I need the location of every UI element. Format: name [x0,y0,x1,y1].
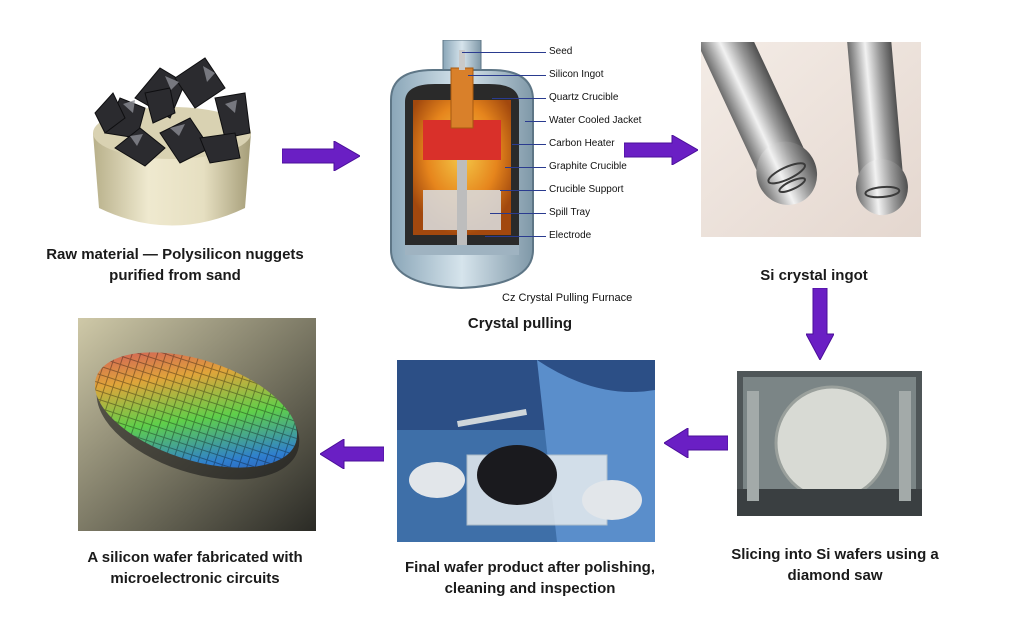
ingot-image [689,3,921,237]
caption-final-wafer: Final wafer product after polishing, cle… [404,559,656,597]
furnace-label-electrode: Electrode [549,230,592,241]
caption-si-ingot: Si crystal ingot [760,267,868,284]
wafer-handling-image [397,360,655,542]
flow-arrow-left-2 [320,439,384,469]
caption-crystal-pulling: Crystal pulling [467,315,573,332]
furnace-label-silicon-ingot: Silicon Ingot [549,69,604,80]
flow-arrow-left-1 [664,428,728,458]
fabricated-wafer-image [78,318,316,531]
furnace-caption: Cz Crystal Pulling Furnace [502,292,633,304]
furnace-label-water-jacket: Water Cooled Jacket [549,115,642,126]
polysilicon-nuggets-image [75,38,270,238]
furnace-label-carbon-heater: Carbon Heater [549,138,615,149]
furnace-label-quartz-crucible: Quartz Crucible [549,92,619,103]
furnace-label-seed: Seed [549,46,573,57]
furnace-label-crucible-support: Crucible Support [549,184,624,195]
cz-furnace-image [383,39,538,292]
flow-arrow-right-1 [282,141,360,171]
flow-arrow-right-2 [624,135,698,165]
caption-slicing: Slicing into Si wafers using a diamond s… [731,546,939,584]
flow-arrow-down [806,288,834,360]
saw-image [737,371,922,516]
caption-fabricated-wafer: A silicon wafer fabricated with microele… [87,549,303,587]
furnace-label-spill-tray: Spill Tray [549,207,591,218]
caption-raw-material: Raw material — Polysilicon nuggets purif… [46,246,304,284]
furnace-label-graphite-crucible: Graphite Crucible [549,161,627,172]
